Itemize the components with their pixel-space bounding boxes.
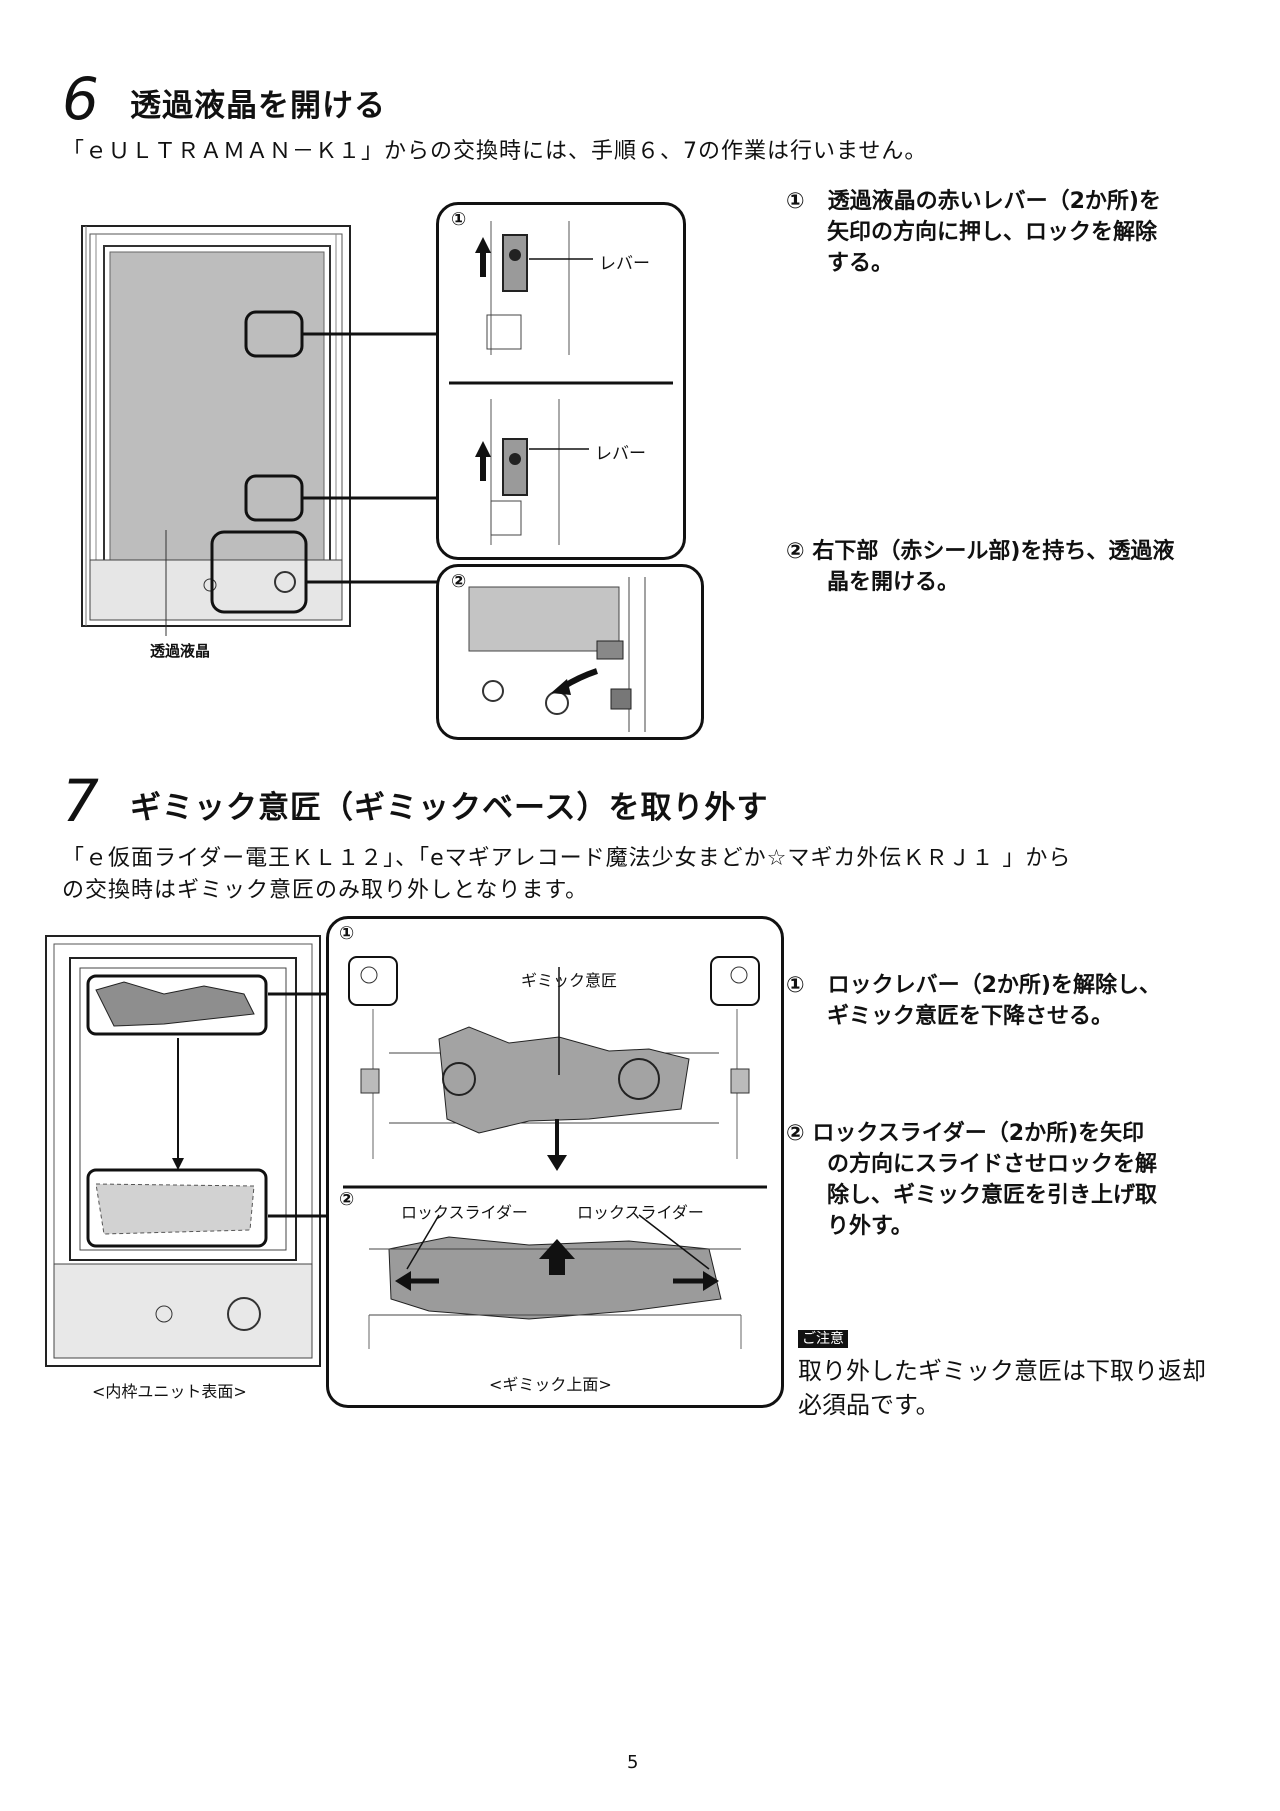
step-line: 晶を開ける。 xyxy=(827,570,960,595)
slider-label-right: ロックスライダー xyxy=(577,1203,704,1222)
lever-label-lower: レバー xyxy=(595,444,646,464)
step-number: ① xyxy=(786,973,805,998)
step-number: ② xyxy=(786,1121,805,1146)
section7-note: 「ｅ仮面ライダー電王ＫＬ１２」、「eマギアレコード魔法少女まどか☆マギカ外伝ＫＲ… xyxy=(62,840,1242,904)
section7-callout: ① ② ギミック意匠 ロックスライダー ロックスライダー <ギミック上面> xyxy=(326,916,784,1408)
inner-frame-unit-diagram xyxy=(45,935,321,1367)
inner-frame-caption: <内枠ユニット表面> xyxy=(92,1382,247,1401)
section6-note: 「ｅＵＬＴＲＡＭＡＮ－Ｋ１」からの交換時には、手順６、7の作業は行いません。 xyxy=(62,139,928,164)
open-lcd-drawing xyxy=(468,577,646,732)
lever-label-upper: レバー xyxy=(599,254,650,274)
step-line: 右下部（赤シール部)を持ち、透過液 xyxy=(812,539,1175,564)
caution-block: ご注意 取り外したギミック意匠は下取り返却 必須品です。 xyxy=(798,1328,1206,1422)
section7-number: 7 xyxy=(62,767,99,835)
step-line: 透過液晶の赤いレバー（2か所)を xyxy=(827,189,1161,214)
step-line: り外す。 xyxy=(827,1214,913,1239)
caution-line: 必須品です。 xyxy=(798,1391,940,1419)
section6-connectors xyxy=(302,332,438,584)
section7-step-2: ② ロックスライダー（2か所)を矢印 の方向にスライドさせロックを解 除し、ギミ… xyxy=(786,1118,1157,1242)
section6-number: 6 xyxy=(62,65,99,133)
page-number: 5 xyxy=(627,1752,639,1773)
section6-step-2: ② 右下部（赤シール部)を持ち、透過液 晶を開ける。 xyxy=(786,536,1174,598)
section7-title: ギミック意匠（ギミックベース）を取り外す xyxy=(130,790,769,826)
section6-title: 透過液晶を開ける xyxy=(130,88,386,124)
gimmick-detail-drawing xyxy=(343,956,767,1349)
step-line: 矢印の方向に押し、ロックを解除 xyxy=(827,220,1158,245)
caution-line: 取り外したギミック意匠は下取り返却 xyxy=(798,1357,1206,1385)
callout-number: ② xyxy=(339,1189,355,1210)
gimmick-label: ギミック意匠 xyxy=(521,971,618,990)
callout-number: ② xyxy=(451,571,467,592)
step-line: ロックレバー（2か所)を解除し、 xyxy=(827,973,1161,998)
section6-machine-diagram xyxy=(81,225,351,636)
note-line: の交換時はギミック意匠のみ取り外しとなります。 xyxy=(62,878,589,903)
step-number: ① xyxy=(786,189,805,214)
step-line: ギミック意匠を下降させる。 xyxy=(827,1004,1114,1029)
section7-connectors xyxy=(268,992,334,1218)
note-line: 「ｅ仮面ライダー電王ＫＬ１２」、「eマギアレコード魔法少女まどか☆マギカ外伝ＫＲ… xyxy=(62,846,1072,871)
gimmick-top-caption: <ギミック上面> xyxy=(489,1375,612,1394)
section6-step-1: ① 透過液晶の赤いレバー（2か所)を 矢印の方向に押し、ロックを解除 する。 xyxy=(786,186,1161,279)
section6-callout-1: ① レバー レバー xyxy=(436,202,686,560)
callout-number: ① xyxy=(339,923,355,944)
section7-step-1: ① ロックレバー（2か所)を解除し、 ギミック意匠を下降させる。 xyxy=(786,970,1161,1032)
slider-label-left: ロックスライダー xyxy=(401,1203,528,1222)
lever-detail-drawing xyxy=(449,221,673,545)
step-line: ロックスライダー（2か所)を矢印 xyxy=(812,1121,1145,1146)
section6-callout-2: ② xyxy=(436,564,704,740)
step-line: する。 xyxy=(827,251,894,276)
step-number: ② xyxy=(786,539,805,564)
step-line: の方向にスライドさせロックを解 xyxy=(827,1152,1158,1177)
caution-badge: ご注意 xyxy=(798,1330,848,1348)
callout-number: ① xyxy=(451,209,467,230)
lcd-label: 透過液晶 xyxy=(150,642,211,660)
step-line: 除し、ギミック意匠を引き上げ取 xyxy=(827,1183,1158,1208)
